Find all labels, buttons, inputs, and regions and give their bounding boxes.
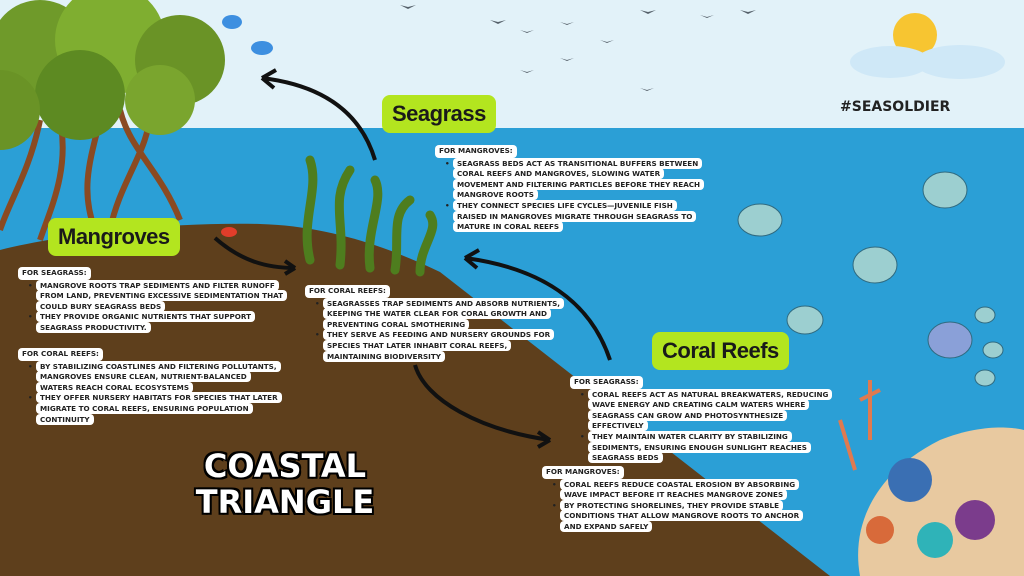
block-heading: For Seagrass: — [18, 267, 91, 280]
block-heading: For Coral Reefs: — [18, 348, 103, 361]
mangrove-tree — [0, 0, 225, 241]
coral-reefs-for-seagrass: For Seagrass: Coral reefs act as natural… — [570, 376, 835, 464]
block-heading: For Seagrass: — [570, 376, 643, 389]
list-item: They connect species life cycles—juvenil… — [445, 199, 705, 233]
list-item: By stabilizing coastlines and filtering … — [28, 360, 281, 394]
sun-and-clouds — [850, 13, 1005, 79]
blue-birds — [222, 15, 273, 55]
list-item: Seagrasses trap sediments and absorb nut… — [315, 297, 565, 331]
list-item: Coral reefs act as natural breakwaters, … — [580, 388, 835, 432]
seagrass-label: Seagrass — [382, 95, 496, 133]
list-item: By protecting shorelines, they provide s… — [552, 499, 804, 533]
list-item: They maintain water clarity by stabilizi… — [580, 430, 835, 464]
list-item: Coral reefs reduce coastal erosion by ab… — [552, 478, 802, 501]
block-heading: For Mangroves: — [542, 466, 624, 479]
mangroves-for-seagrass: For Seagrass: Mangrove roots trap sedime… — [18, 267, 293, 334]
coral-reefs-label: Coral Reefs — [652, 332, 789, 370]
list-item: Seagrass beds act as transitional buffer… — [445, 157, 705, 201]
arrow-seagrass-to-mangroves — [261, 76, 377, 161]
seagrass-for-coral-reefs: For Coral Reefs: Seagrasses trap sedimen… — [305, 285, 565, 362]
list-item: They offer nursery habitats for species … — [28, 392, 282, 425]
coral-reef — [838, 380, 1024, 576]
mangroves-for-coral-reefs: For Coral Reefs: By stabilizing coastlin… — [18, 348, 282, 425]
list-item: Mangrove roots trap sediments and filter… — [28, 279, 293, 313]
list-item: They serve as feeding and nursery ground… — [315, 329, 561, 362]
crab-icon — [221, 227, 237, 237]
block-heading: For Mangroves: — [435, 145, 517, 158]
list-item: They provide organic nutrients that supp… — [28, 311, 293, 333]
hashtag: #SEASOLDIER — [840, 99, 951, 115]
seagrass-for-mangroves: For Mangroves: Seagrass beds act as tran… — [435, 145, 705, 233]
coral-reefs-for-mangroves: For Mangroves: Coral reefs reduce coasta… — [542, 466, 804, 533]
arrows — [213, 68, 612, 449]
arrow-mangroves-to-seagrass — [213, 236, 296, 270]
seagrass-plants — [302, 155, 438, 277]
arrow-coral-to-seagrass — [464, 256, 612, 361]
block-heading: For Coral Reefs: — [305, 285, 390, 298]
arrow-seagrass-to-coral — [413, 364, 551, 442]
mangroves-label: Mangroves — [48, 218, 180, 256]
page-title: COASTAL TRIANGLE — [195, 447, 375, 521]
fish — [737, 171, 1004, 387]
